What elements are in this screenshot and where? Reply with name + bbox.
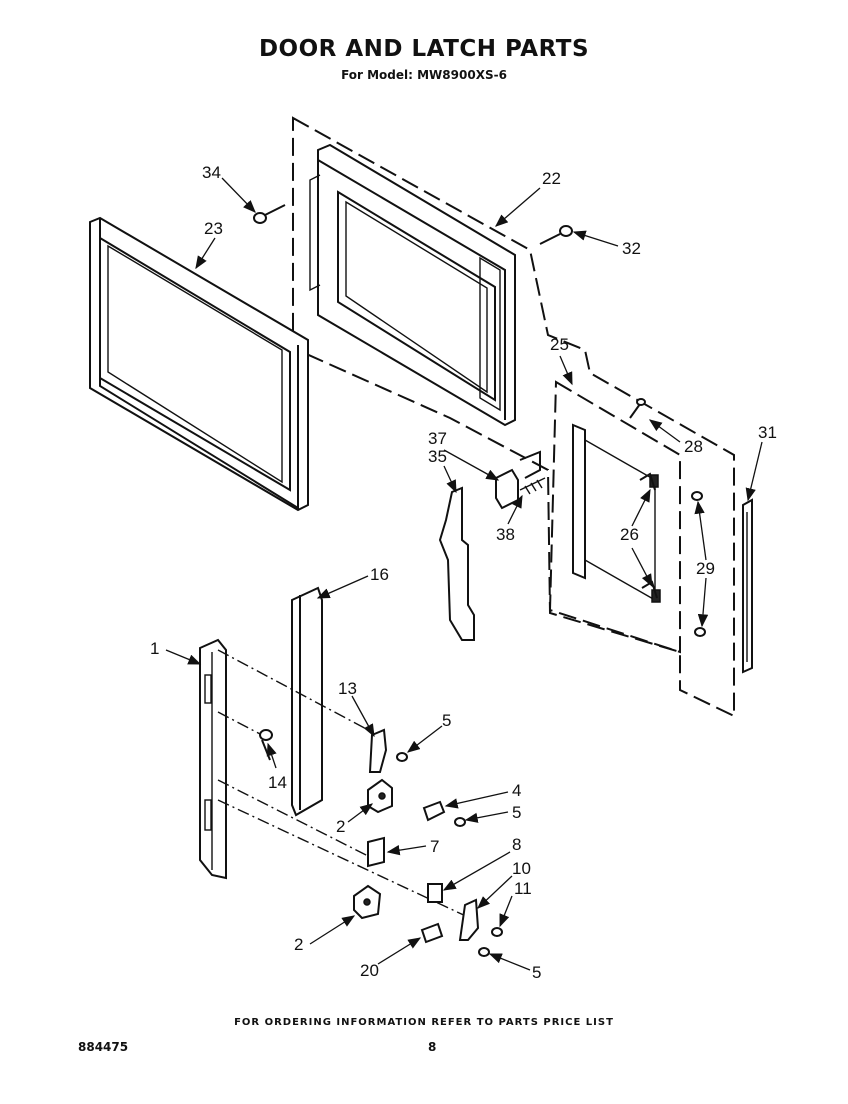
part-31-trim-strip	[742, 498, 753, 674]
callout-8: 8	[512, 835, 521, 854]
callout-5: 5	[532, 963, 541, 982]
page-title: DOOR AND LATCH PARTS	[258, 36, 590, 62]
part-5-screw	[396, 752, 408, 762]
part-7-insulator	[367, 836, 385, 868]
door-assembly-outline	[292, 116, 735, 718]
part-16-latch-housing	[291, 586, 323, 817]
callout-7: 7	[430, 837, 439, 856]
part-4-actuator	[422, 800, 446, 822]
part-38-spring	[519, 477, 546, 495]
part-2-cam	[353, 884, 382, 920]
callout-16: 16	[370, 565, 389, 584]
callout-35: 35	[428, 447, 447, 466]
part-32-screw	[539, 225, 573, 245]
callout-25: 25	[550, 335, 569, 354]
part-35-latch-lever	[438, 486, 475, 641]
part-25-latch-plate	[548, 380, 681, 654]
callout-labels: 34 23 22 32 25 28 31 37 35 38 26 29 16 1…	[150, 163, 777, 982]
part-20-actuator	[420, 922, 444, 944]
callout-32: 32	[622, 239, 641, 258]
callout-2: 2	[294, 935, 303, 954]
page-number: 8	[428, 1040, 437, 1054]
callout-20: 20	[360, 961, 379, 980]
callout-13: 13	[338, 679, 357, 698]
part-34-screw	[253, 204, 286, 224]
callout-29: 29	[696, 559, 715, 578]
callout-5: 5	[512, 803, 521, 822]
part-2-cam	[367, 778, 393, 814]
callout-26: 26	[620, 525, 639, 544]
callout-1: 1	[150, 639, 159, 658]
part-13-bracket	[368, 728, 388, 773]
model-subtitle: For Model: MW8900XS-6	[341, 68, 507, 82]
part-1-side-plate	[199, 638, 227, 880]
part-22-inner-door-frame	[309, 143, 516, 427]
leader-lines	[165, 177, 763, 971]
part-14-screw	[259, 729, 273, 761]
callout-22: 22	[542, 169, 561, 188]
callout-38: 38	[496, 525, 515, 544]
alignment-line	[217, 779, 373, 859]
callout-10: 10	[512, 859, 531, 878]
callout-34: 34	[202, 163, 221, 182]
callout-11: 11	[514, 879, 532, 898]
callout-14: 14	[268, 773, 287, 792]
callout-23: 23	[204, 219, 223, 238]
callout-31: 31	[758, 423, 777, 442]
part-10-switch-bracket	[458, 898, 480, 941]
callout-28: 28	[684, 437, 703, 456]
part-29-screws	[691, 491, 706, 637]
callout-5: 5	[442, 711, 451, 730]
callout-4: 4	[512, 781, 521, 800]
part-5-screw	[478, 947, 490, 957]
part-11-screw	[491, 927, 503, 937]
document-number: 884475	[78, 1040, 129, 1054]
part-5-screw	[454, 817, 466, 827]
alignment-line	[217, 649, 373, 733]
part-23-door-panel	[89, 216, 309, 512]
callout-37: 37	[428, 429, 447, 448]
alignment-line	[217, 711, 261, 735]
part-37-latch-hook	[495, 450, 541, 510]
part-8-switch	[427, 883, 443, 903]
part-28-screw	[629, 398, 646, 419]
callout-2: 2	[336, 817, 345, 836]
ordering-note: FOR ORDERING INFORMATION REFER TO PARTS …	[234, 1017, 614, 1028]
